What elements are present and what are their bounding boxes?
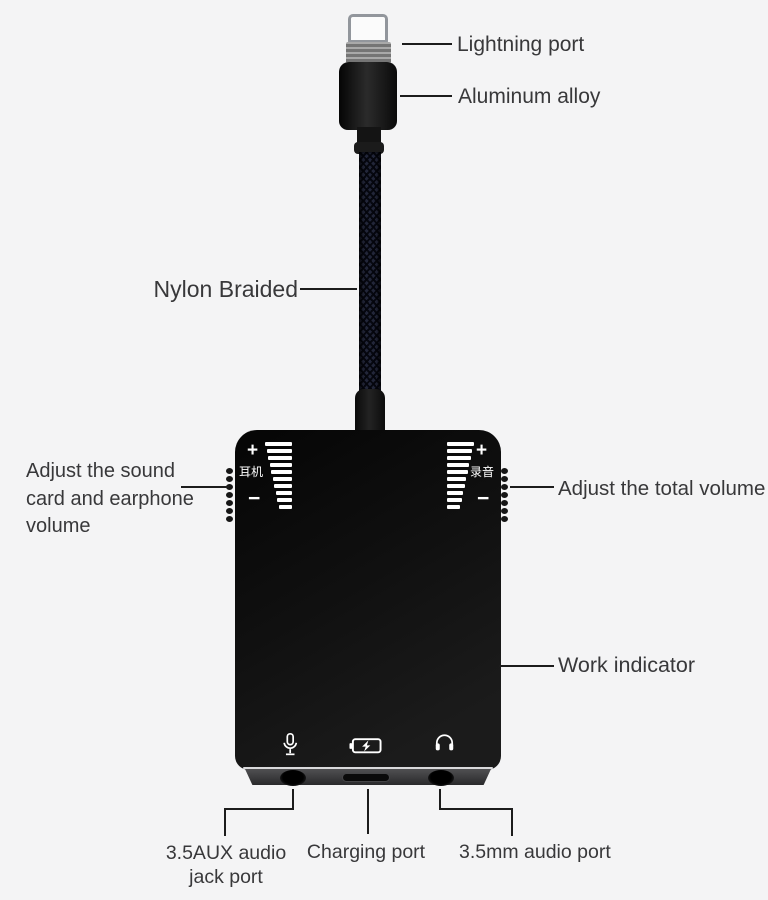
- right-volume-wheel-edge: [501, 468, 508, 522]
- leader-audio-port: [511, 808, 513, 836]
- left-wheel-minus: −: [248, 487, 261, 510]
- right-wheel-cn-label: 录音: [470, 465, 495, 479]
- leader-nylon-braided: [300, 288, 357, 290]
- connector-neck: [357, 127, 381, 145]
- right-wheel-minus: −: [477, 487, 490, 510]
- battery-charging-icon: [349, 737, 382, 760]
- label-charging-port: Charging port: [306, 841, 426, 863]
- left-volume-scale: [264, 442, 292, 509]
- left-volume-wheel-edge: [226, 468, 233, 522]
- audio-jack-hole: [428, 770, 454, 786]
- left-wheel-plus: +: [247, 440, 259, 461]
- lightning-connector-contacts: [346, 42, 391, 64]
- leader-lightning-port: [402, 43, 452, 45]
- leader-audio-port: [439, 789, 441, 810]
- label-total-volume: Adjust the total volume: [558, 477, 766, 500]
- connector-housing: [339, 62, 397, 130]
- body-bottom-highlight: [243, 767, 493, 769]
- label-lightning-port: Lightning port: [457, 33, 585, 56]
- label-aluminum-alloy: Aluminum alloy: [458, 85, 601, 108]
- label-sound-card-volume: Adjust the sound card and earphone volum…: [26, 460, 194, 537]
- leader-aluminum-alloy: [400, 95, 452, 97]
- leader-audio-port: [439, 808, 513, 810]
- leader-aux-jack: [224, 808, 226, 836]
- leader-sound-card-volume: [181, 486, 229, 488]
- nylon-braided-cable: [359, 152, 381, 392]
- cable-strain-relief: [355, 389, 385, 434]
- label-nylon-braided: Nylon Braided: [153, 276, 298, 302]
- leader-aux-jack: [224, 808, 294, 810]
- label-aux-jack-port: 3.5AUX audio jack port: [165, 842, 287, 888]
- charging-port-slot: [343, 774, 389, 781]
- lightning-connector-tip: [348, 14, 388, 43]
- label-work-indicator: Work indicator: [558, 653, 696, 677]
- leader-work-indicator: [499, 665, 554, 667]
- right-volume-scale: [447, 442, 475, 509]
- microphone-icon: [279, 732, 301, 764]
- headphones-icon: [434, 733, 455, 757]
- leader-aux-jack: [292, 789, 294, 810]
- cable-flange: [354, 142, 384, 154]
- label-audio-port: 3.5mm audio port: [459, 841, 611, 863]
- leader-charging-port: [367, 789, 369, 834]
- leader-total-volume: [510, 486, 554, 488]
- right-wheel-plus: +: [476, 440, 488, 461]
- aux-jack-hole: [280, 770, 306, 786]
- left-wheel-cn-label: 耳机: [239, 465, 264, 479]
